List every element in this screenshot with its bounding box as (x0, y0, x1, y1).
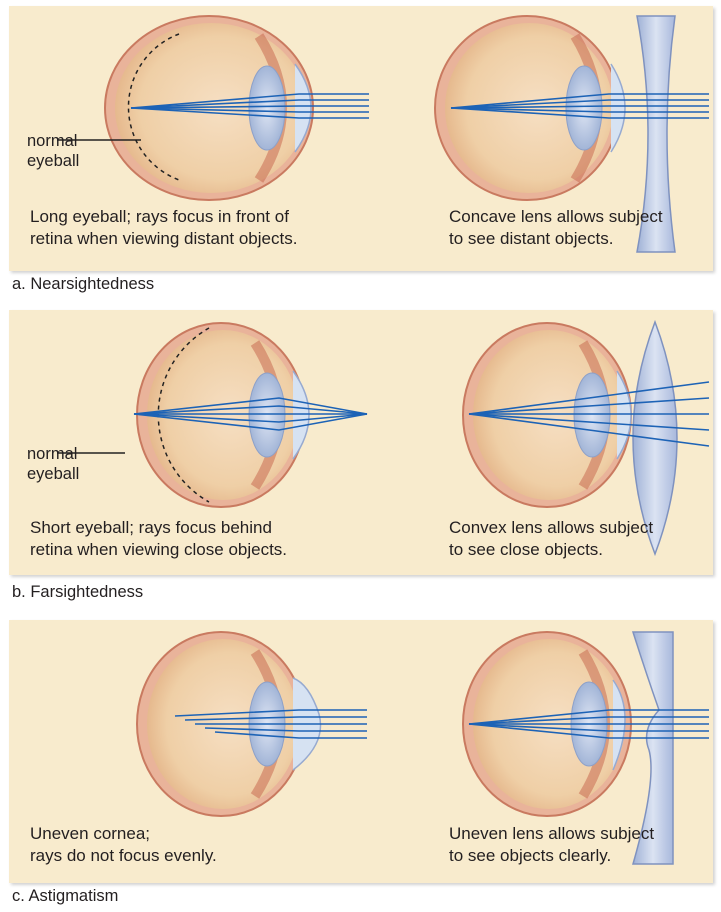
panel-farsightedness: normal eyeball Short eyeball; rays focus… (9, 310, 713, 575)
label-nearsightedness: a. Nearsightedness (12, 274, 154, 294)
normal-eyeball-label: normal eyeball (27, 444, 79, 484)
normal-eyeball-label: normal eyeball (27, 131, 79, 171)
nearsightedness-right-caption: Concave lens allows subject to see dista… (449, 206, 663, 250)
farsightedness-right-caption: Convex lens allows subject to see close … (449, 517, 653, 561)
astigmatism-left-caption: Uneven cornea; rays do not focus evenly. (30, 823, 217, 867)
label-farsightedness: b. Farsightedness (12, 582, 143, 602)
label-astigmatism: c. Astigmatism (12, 886, 118, 906)
farsightedness-left-caption: Short eyeball; rays focus behind retina … (30, 517, 287, 561)
nearsightedness-left-caption: Long eyeball; rays focus in front of ret… (30, 206, 297, 250)
astigmatism-right-caption: Uneven lens allows subject to see object… (449, 823, 654, 867)
panel-nearsightedness: normal eyeball Long eyeball; rays focus … (9, 6, 713, 271)
panel-astigmatism: Uneven cornea; rays do not focus evenly.… (9, 620, 713, 883)
